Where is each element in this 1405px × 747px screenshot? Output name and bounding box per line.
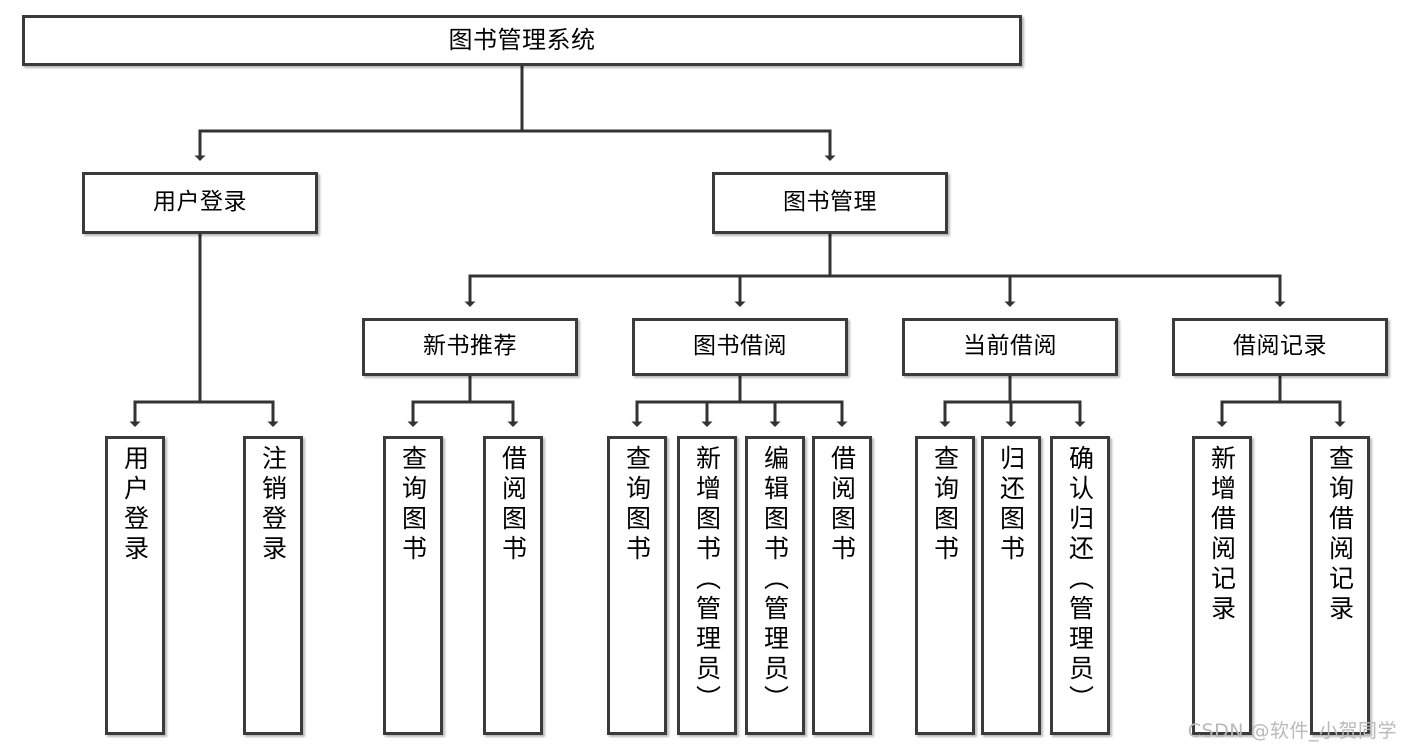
leaf-borrow-book-recommend[interactable]: 借阅图书 [483, 436, 543, 735]
node-label: 注销登录 [258, 445, 288, 565]
node-label: 图书管理 [783, 189, 877, 216]
node-new-book-recommend[interactable]: 新书推荐 [362, 318, 578, 376]
leaf-confirm-return-admin[interactable]: 确认归还（管理员） [1050, 436, 1110, 735]
leaf-query-book-recommend[interactable]: 查询图书 [383, 436, 443, 735]
node-borrow-records[interactable]: 借阅记录 [1172, 318, 1388, 376]
node-label: 查询借阅记录 [1325, 445, 1355, 625]
node-label: 借阅图书 [827, 445, 857, 565]
node-label: 归还图书 [996, 445, 1026, 565]
node-label: 图书管理系统 [448, 26, 596, 55]
node-user-login[interactable]: 用户登录 [82, 172, 318, 234]
leaf-query-book-current[interactable]: 查询图书 [915, 436, 975, 735]
leaf-edit-book-admin[interactable]: 编辑图书（管理员） [745, 436, 805, 735]
leaf-add-book-admin[interactable]: 新增图书（管理员） [677, 436, 737, 735]
leaf-logout[interactable]: 注销登录 [243, 436, 303, 735]
node-label: 借阅图书 [498, 445, 528, 565]
node-label: 查询图书 [622, 445, 652, 565]
leaf-user-login[interactable]: 用户登录 [105, 436, 165, 735]
leaf-add-borrow-record[interactable]: 新增借阅记录 [1192, 436, 1252, 735]
node-label: 用户登录 [120, 445, 150, 565]
node-label: 查询图书 [930, 445, 960, 565]
node-label: 新增借阅记录 [1207, 445, 1237, 625]
node-book-management[interactable]: 图书管理 [712, 172, 948, 234]
node-label: 图书借阅 [693, 333, 787, 360]
node-label: 新书推荐 [423, 333, 517, 360]
node-label: 借阅记录 [1233, 333, 1327, 360]
leaf-query-borrow-record[interactable]: 查询借阅记录 [1310, 436, 1370, 735]
node-label: 确认归还（管理员） [1065, 445, 1095, 715]
leaf-borrow-book[interactable]: 借阅图书 [812, 436, 872, 735]
node-label: 当前借阅 [963, 333, 1057, 360]
node-root-book-management-system[interactable]: 图书管理系统 [22, 15, 1022, 66]
node-current-borrow[interactable]: 当前借阅 [902, 318, 1118, 376]
leaf-return-book[interactable]: 归还图书 [981, 436, 1041, 735]
node-label: 用户登录 [153, 189, 247, 216]
node-book-borrow[interactable]: 图书借阅 [632, 318, 848, 376]
node-label: 编辑图书（管理员） [760, 445, 790, 715]
node-label: 新增图书（管理员） [692, 445, 722, 715]
node-label: 查询图书 [398, 445, 428, 565]
leaf-query-book-borrow[interactable]: 查询图书 [607, 436, 667, 735]
watermark: CSDN @软件_小贺同学 [1187, 720, 1397, 742]
